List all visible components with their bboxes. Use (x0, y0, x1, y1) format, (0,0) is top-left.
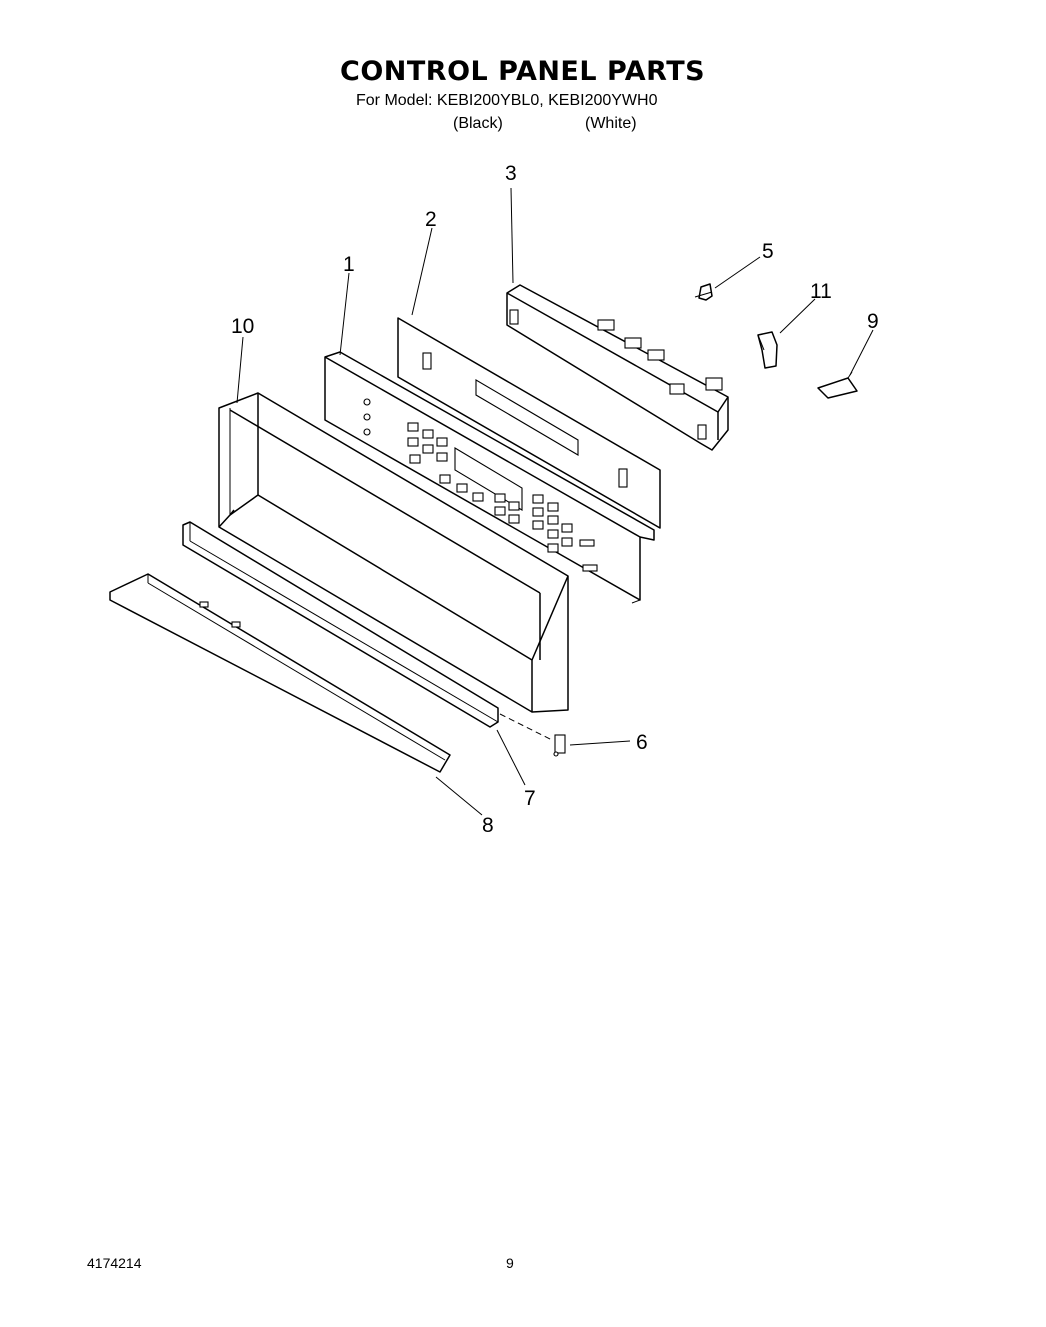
document-number: 4174214 (87, 1255, 142, 1271)
leader-lines (236, 187, 874, 816)
part-11-bracket (757, 331, 778, 369)
part-6-clip (499, 713, 566, 757)
page-number: 9 (506, 1255, 514, 1271)
callout-11: 11 (810, 280, 832, 303)
page-title: CONTROL PANEL PARTS (340, 56, 706, 87)
callout-6: 6 (636, 731, 648, 754)
part-3-control-module (506, 284, 729, 451)
callout-3: 3 (505, 162, 517, 185)
part-9-spring-clip (817, 371, 858, 399)
variant-white-label: (White) (585, 115, 637, 132)
callout-10: 10 (231, 315, 254, 338)
part-5-clip (694, 283, 713, 301)
callout-7: 7 (524, 787, 536, 810)
callout-5: 5 (762, 240, 774, 263)
part-1-control-panel (324, 351, 655, 604)
callout-9: 9 (867, 310, 879, 333)
part-2-circuit-board (397, 317, 661, 529)
model-line: For Model: KEBI200YBL0, KEBI200YWH0 (356, 92, 658, 109)
part-7-retainer-strip (182, 521, 499, 728)
callout-2: 2 (425, 208, 437, 231)
part-8-cover-trim (109, 573, 451, 773)
callout-8: 8 (482, 814, 494, 837)
callout-1: 1 (343, 253, 355, 276)
part-10-frame (218, 392, 569, 713)
variant-black-label: (Black) (453, 115, 503, 132)
